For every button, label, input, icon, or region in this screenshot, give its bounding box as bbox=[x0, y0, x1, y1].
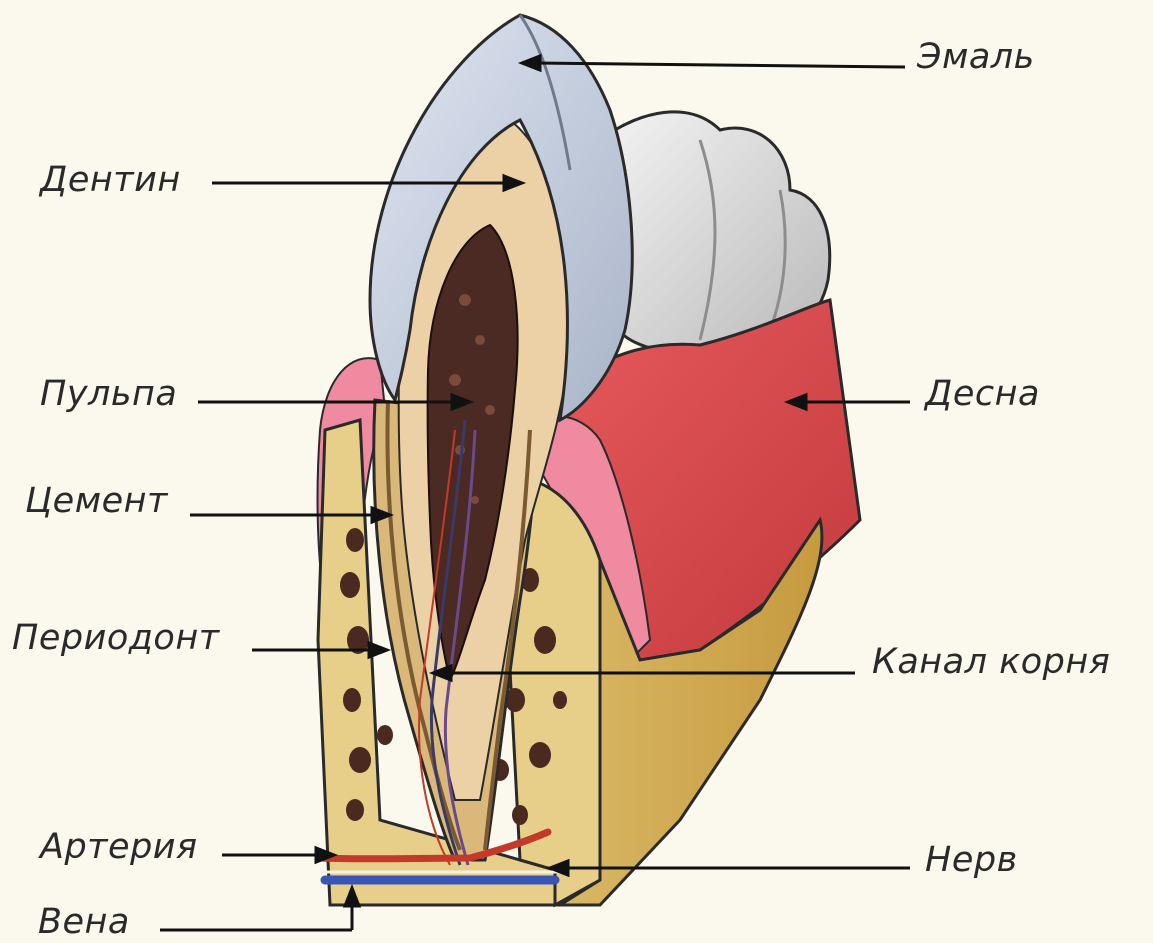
label-cement: Цемент bbox=[25, 484, 168, 519]
label-dentin: Дентин bbox=[40, 163, 181, 198]
label-nerve: Нерв bbox=[925, 843, 1018, 878]
label-gum: Десна bbox=[925, 377, 1040, 412]
label-vein: Вена bbox=[38, 905, 130, 940]
label-root-canal: Канал корня bbox=[872, 645, 1110, 680]
label-artery: Артерия bbox=[40, 830, 198, 865]
label-pulp: Пульпа bbox=[40, 377, 177, 412]
label-periodontium: Периодонт bbox=[12, 621, 220, 656]
label-enamel: Эмаль bbox=[917, 40, 1035, 75]
